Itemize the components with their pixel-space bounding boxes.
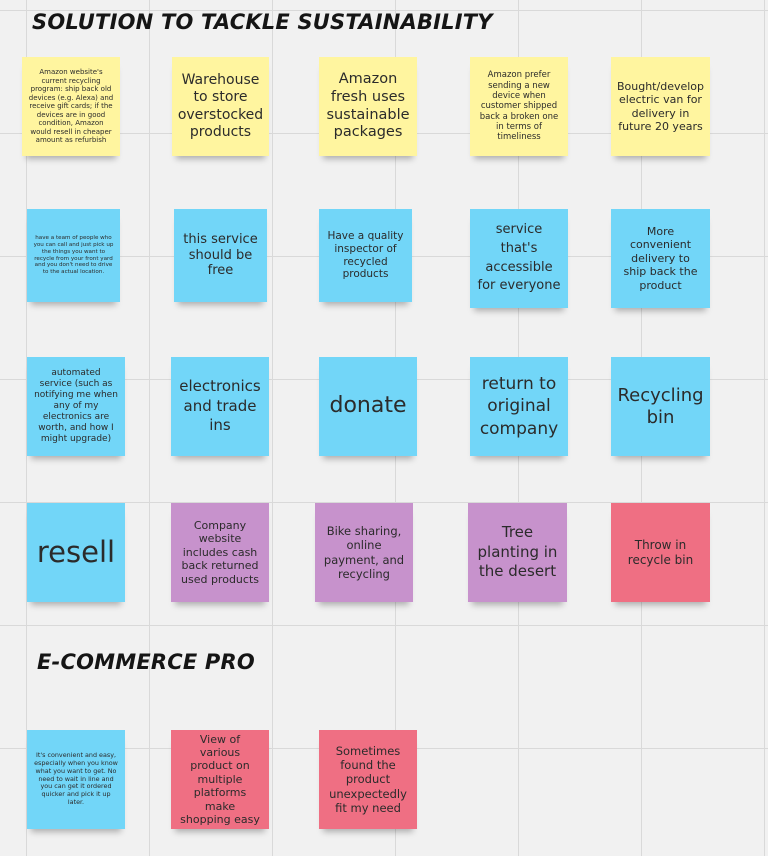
section-title-ecommerce: E-COMMERCE PRO <box>37 650 255 674</box>
sticky-note-text: More convenient delivery to ship back th… <box>623 224 698 292</box>
sticky-note[interactable]: View of various product on multiple plat… <box>171 730 269 829</box>
sticky-note-text: have a team of people who you can call a… <box>33 235 114 276</box>
sticky-note[interactable]: Amazon prefer sending a new device when … <box>470 57 568 156</box>
sticky-note[interactable]: donate <box>319 357 417 456</box>
sticky-note[interactable]: Warehouse to store overstocked products <box>172 57 269 156</box>
sticky-note[interactable]: Amazon fresh uses sustainable packages <box>319 57 417 156</box>
section-title-sustainability: SOLUTION TO TACKLE SUSTAINABILITY <box>32 10 493 34</box>
sticky-note[interactable]: have a team of people who you can call a… <box>27 209 120 302</box>
sticky-note-text: Sometimes found the product unexpectedly… <box>329 744 407 815</box>
sticky-note[interactable]: resell <box>27 503 125 602</box>
sticky-note[interactable]: Amazon website's current recycling progr… <box>22 57 120 156</box>
sticky-note-text: Amazon fresh uses sustainable packages <box>326 71 410 141</box>
sticky-note-text: Tree planting in the desert <box>477 523 558 581</box>
sticky-note[interactable]: return to original company <box>470 357 568 456</box>
sticky-note-text: service that's accessible for everyone <box>477 221 561 294</box>
sticky-note-text: It's convenient and easy, especially whe… <box>34 751 118 807</box>
sticky-note-text: resell <box>36 534 116 569</box>
sticky-note-text: Have a quality inspector of recycled pro… <box>327 229 404 281</box>
sticky-note[interactable]: electronics and trade ins <box>171 357 269 456</box>
sticky-note[interactable]: It's convenient and easy, especially whe… <box>27 730 125 829</box>
sticky-note[interactable]: Tree planting in the desert <box>468 503 567 602</box>
sticky-note[interactable]: service that's accessible for everyone <box>470 209 568 308</box>
sticky-note[interactable]: automated service (such as notifying me … <box>27 357 125 456</box>
sticky-note-text: Amazon website's current recycling progr… <box>28 68 114 145</box>
sticky-note[interactable]: Bike sharing, online payment, and recycl… <box>315 503 413 602</box>
sticky-note[interactable]: Sometimes found the product unexpectedly… <box>319 730 417 829</box>
sticky-note-text: Company website includes cash back retur… <box>181 518 259 586</box>
sticky-note-text: electronics and trade ins <box>179 377 261 435</box>
sticky-note-text: Warehouse to store overstocked products <box>177 72 264 140</box>
sticky-note[interactable]: Company website includes cash back retur… <box>171 503 269 602</box>
sticky-note-text: Bike sharing, online payment, and recycl… <box>323 524 405 581</box>
sticky-note-text: Recycling bin <box>617 384 704 428</box>
sticky-note-text: donate <box>329 393 407 419</box>
sticky-note-text: Amazon prefer sending a new device when … <box>479 70 559 143</box>
sticky-note[interactable]: Bought/develop electric van for delivery… <box>611 57 710 156</box>
sticky-note-text: Throw in recycle bin <box>627 537 694 567</box>
sticky-note[interactable]: this service should be free <box>174 209 267 302</box>
sticky-note[interactable]: Recycling bin <box>611 357 710 456</box>
sticky-note-text: automated service (such as notifying me … <box>34 368 118 444</box>
sticky-note-text: Bought/develop electric van for delivery… <box>616 79 705 133</box>
sticky-note-text: return to original company <box>479 374 559 439</box>
sticky-note-text: this service should be free <box>183 231 258 279</box>
sticky-note-text: View of various product on multiple plat… <box>180 732 260 827</box>
sticky-note[interactable]: More convenient delivery to ship back th… <box>611 209 710 308</box>
sticky-note[interactable]: Throw in recycle bin <box>611 503 710 602</box>
sticky-note[interactable]: Have a quality inspector of recycled pro… <box>319 209 412 302</box>
